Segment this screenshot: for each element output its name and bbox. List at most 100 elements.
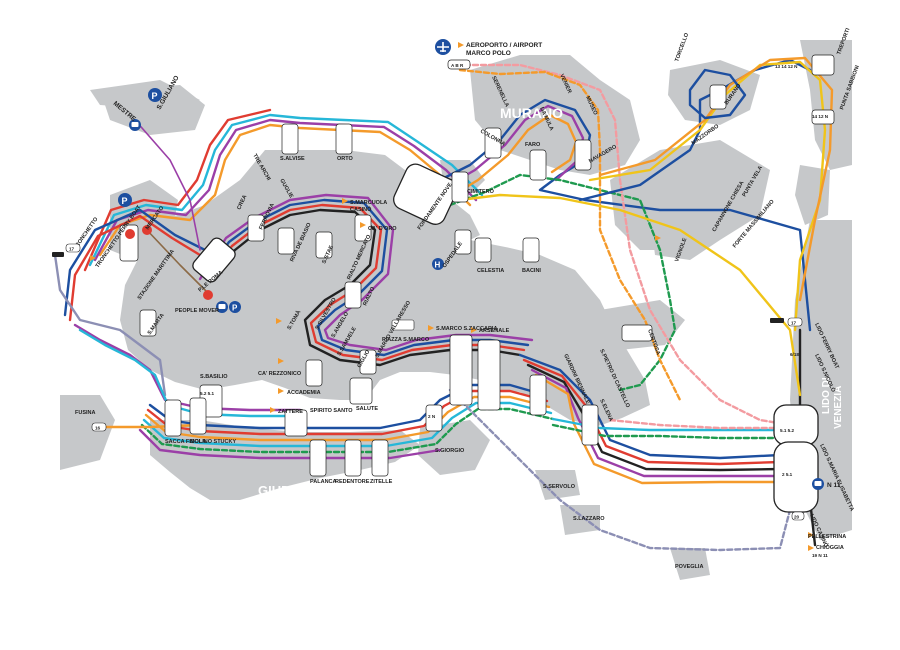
platform-punta-sabbioni [811, 109, 835, 125]
ferry-boat-icon-lido [770, 318, 784, 323]
platform-rialto [344, 281, 362, 309]
chip-lido-b: 2 5.1 [782, 472, 793, 477]
stop-label-redentore: REDENTORE [335, 479, 370, 485]
platform-accademia [305, 359, 323, 387]
stop-label-pellestrina: PELLESTRINA [808, 534, 846, 540]
arrow-marker [278, 358, 284, 364]
route-east-red [522, 358, 782, 466]
chip-fusina: 16 [95, 426, 101, 431]
p-roma-terminal [192, 237, 236, 283]
basilica-icon [391, 319, 415, 331]
route-west-cyan [78, 328, 302, 418]
platform-orto [335, 123, 353, 155]
stop-label-casino: CASINÒ [350, 205, 372, 213]
arrow-marker [270, 407, 276, 413]
platform-s-alvise [281, 123, 299, 155]
parking-icon-tronchetto [118, 193, 132, 207]
route-people-mover [144, 227, 211, 296]
stop-label-spirito-santo: SPIRITO SANTO [310, 408, 353, 414]
route-outer-red [83, 108, 272, 272]
platform-arsenale [477, 339, 501, 411]
route-fusina-orange [98, 423, 202, 429]
lido-terminal-lower [773, 441, 819, 513]
route-north-yellow [588, 60, 827, 332]
station-terminals [192, 163, 819, 513]
s-lazzaro-island [560, 505, 600, 535]
platform-s-giorgio [425, 404, 443, 432]
chip-s-basilio-line: 5.2 5.1 [200, 391, 214, 396]
platform-murano-faro [529, 149, 547, 181]
stop-label-piazza-s-marco: PIAZZA S.MARCO [382, 337, 430, 343]
area-label-murano: MURANO [500, 105, 563, 121]
fusina-area [60, 395, 115, 470]
route-west-grey [53, 253, 167, 397]
people-mover-icon-1 [125, 229, 135, 239]
lido17-chip-bg [787, 317, 803, 327]
arrow-marker [342, 198, 348, 204]
arrow-marker [808, 532, 814, 538]
stop-label-s-marcuola: S.MARCUOLA [350, 200, 387, 206]
route-grand-canal-red [208, 203, 526, 362]
airport-block: AEROPORTO / AIRPORT MARCO POLO A B R [435, 39, 542, 70]
arrow-marker [655, 235, 661, 241]
platform-ferrovia [247, 214, 265, 242]
platform-s-elena [581, 404, 599, 446]
platform-giglio [359, 349, 377, 375]
stop-label-ca-doro: CA' D'ORO [368, 226, 397, 232]
area-label-lido-1: LIDO DI [821, 377, 832, 414]
platform-s-stae [315, 231, 333, 259]
platform-zattere [284, 409, 308, 437]
platform-treporti [811, 54, 835, 76]
parking-letter-2: P [122, 196, 128, 206]
ferry-lines [53, 56, 834, 552]
stop-label-chioggia: CHIOGGIA [816, 545, 844, 551]
area-label-lido-2: VENEZIA [833, 386, 844, 429]
tronchetto17-chip-bg [65, 243, 81, 253]
chip-s-giorgio: 2 N [428, 414, 436, 419]
stop-label-sacca-fisola: SACCA FISOLA [165, 439, 206, 445]
stop-label-arsenale: ARSENALE [479, 328, 510, 334]
stop-label-s-basilio: S.BASILIO [200, 374, 228, 380]
lido-bus-line: N 11 [827, 482, 841, 489]
platform-certosa [621, 324, 653, 342]
airplane-glyph [437, 42, 449, 52]
platform-ospedale [454, 229, 472, 255]
stop-label-palanca: PALANCA [310, 479, 337, 485]
s-giuliano-area [90, 80, 200, 110]
stop-label-s-alvise: S.ALVISE [280, 156, 305, 162]
chip-chioggia-lines: 19 N 11 [812, 553, 828, 558]
area-label-giudecca: GIUDECCA [258, 483, 328, 498]
stop-label-torcello: TORCELLO [674, 32, 690, 63]
route-pink-s-elena [608, 418, 782, 430]
platform-s-zaccaria [449, 334, 473, 406]
stop-label-s-lazzaro: S.LAZZARO [573, 516, 605, 522]
route-east-orange [534, 373, 782, 485]
platform-sacca-fisola [164, 399, 182, 437]
airport-arrow-icon [458, 42, 464, 48]
stop-label-faro: FARO [525, 142, 541, 148]
route-east-blue [518, 353, 782, 460]
arrow-marker [276, 318, 282, 324]
stop-label-molino-stucky: MOLINO STUCKY [190, 439, 236, 445]
airport-lines-text: A B R [451, 63, 464, 68]
chip-pellestrina: 20 [794, 515, 800, 520]
route-outer-orange [98, 123, 472, 257]
route-lido-chioggia-purple-dashed [448, 388, 802, 552]
route-murano-pink-dashed [463, 63, 792, 427]
parking-letter-3: P [232, 304, 238, 313]
platform-burano [709, 84, 727, 110]
platform-murano-colonna [484, 127, 502, 159]
route-west-purple [73, 323, 302, 412]
people-mover-icon-3 [203, 290, 213, 300]
route-north-orange [598, 56, 834, 302]
hospital-letter: H [435, 261, 441, 270]
route-east-black [526, 363, 782, 472]
route-mestre-link [134, 119, 201, 251]
stop-label-s-servolo: S.SERVOLO [543, 484, 576, 490]
arrow-marker [428, 325, 434, 331]
badges: P P P H N 11 [52, 88, 841, 490]
murano-island [470, 55, 640, 175]
stop-label-zattere: ZATTERE [278, 409, 303, 415]
arrow-marker [471, 327, 477, 333]
stop-label-s-giorgio: S.GIORGIO [435, 448, 465, 454]
